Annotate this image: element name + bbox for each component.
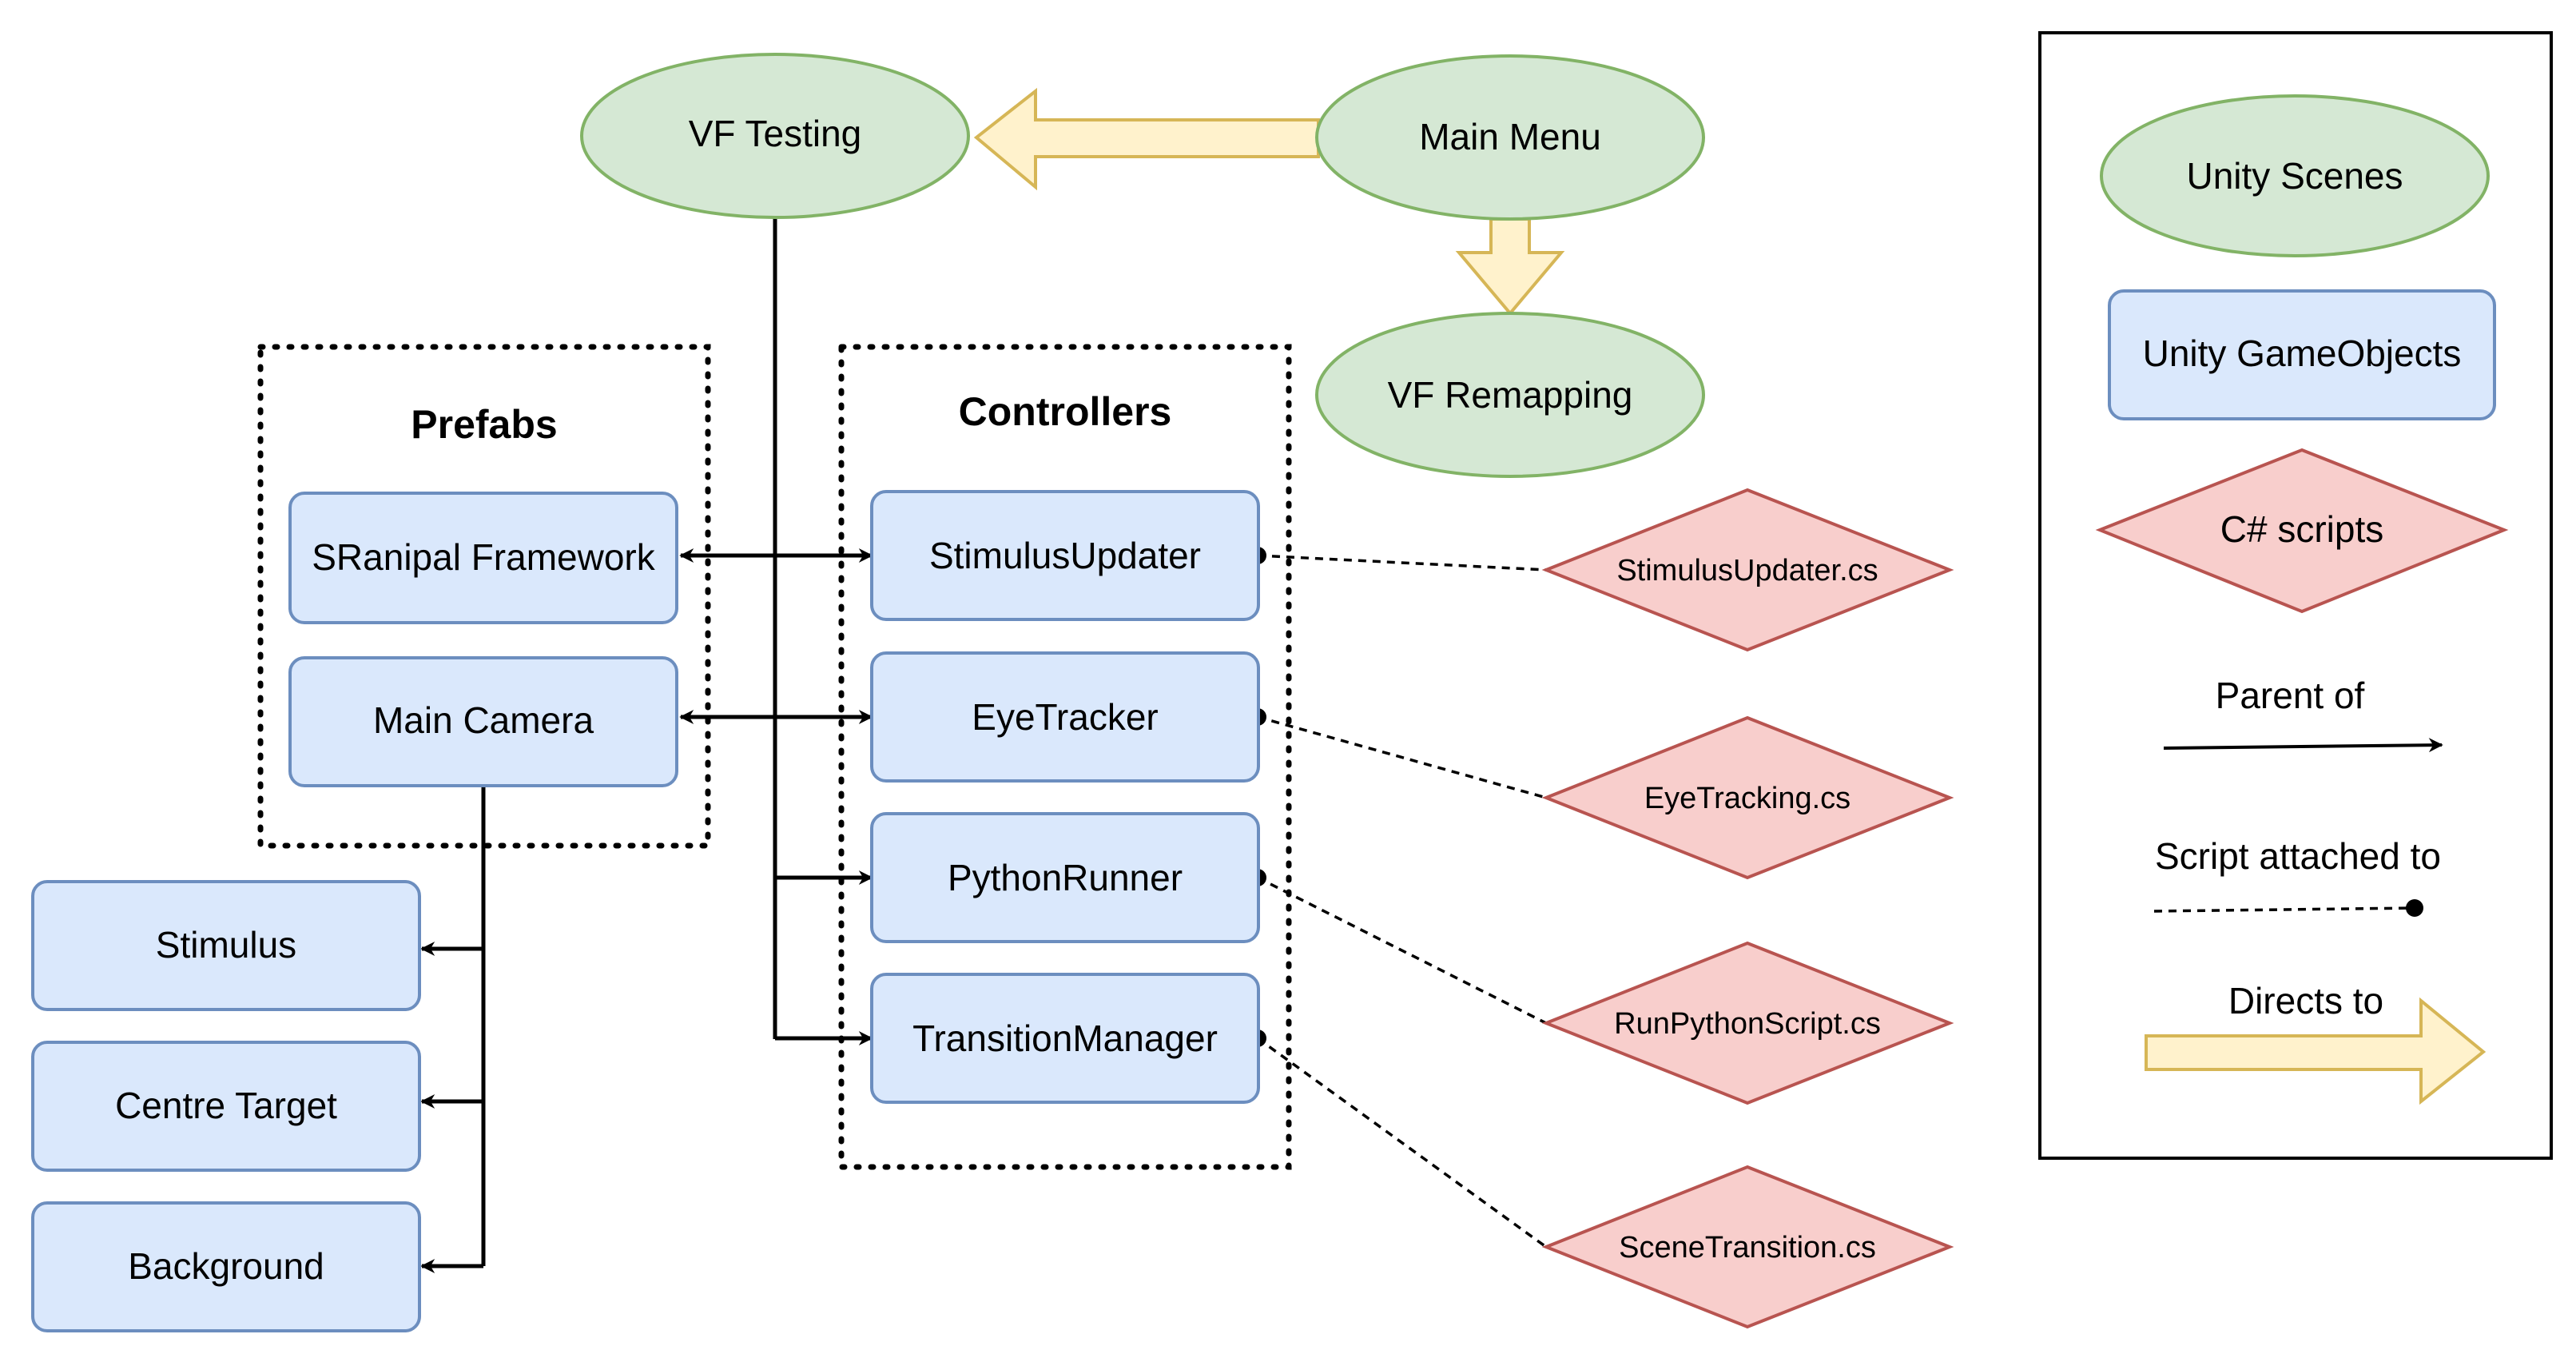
node-transition-manager-label: TransitionManager — [912, 1018, 1218, 1059]
legend-directs-to-label: Directs to — [2228, 980, 2383, 1022]
scene-vf-testing: VF Testing — [580, 53, 970, 219]
attachment-dots — [1249, 547, 1266, 1047]
controllers-group-label: Controllers — [959, 389, 1172, 434]
script-run-python-script-cs: RunPythonScript.cs — [1541, 941, 1954, 1105]
legend-frame — [2038, 31, 2553, 1160]
node-sranipal-framework: SRanipal Framework — [288, 492, 678, 624]
script-eye-tracking-cs: EyeTracking.cs — [1541, 715, 1954, 880]
node-stimulus-updater: StimulusUpdater — [870, 490, 1260, 621]
directs-arrow-main-to-testing — [973, 87, 1320, 191]
node-stimulus-updater-label: StimulusUpdater — [929, 535, 1201, 576]
prefabs-group-label: Prefabs — [411, 402, 557, 447]
script-scene-transition-cs-label: SceneTransition.cs — [1619, 1231, 1876, 1264]
node-transition-manager: TransitionManager — [870, 973, 1260, 1104]
scene-main-menu-label: Main Menu — [1419, 116, 1601, 157]
legend-parent-of-label: Parent of — [2216, 675, 2365, 716]
node-stimulus: Stimulus — [31, 880, 421, 1011]
node-main-camera-label: Main Camera — [373, 699, 594, 741]
directs-arrow-main-to-remapping — [1455, 217, 1565, 317]
node-centre-target-label: Centre Target — [115, 1085, 337, 1126]
legend: Unity Scenes Unity GameObjects C# script… — [2038, 31, 2553, 1160]
scene-vf-remapping: VF Remapping — [1315, 312, 1705, 478]
legend-csharp-scripts-label: C# scripts — [2220, 508, 2383, 550]
script-run-python-script-cs-label: RunPythonScript.cs — [1614, 1007, 1881, 1041]
script-eye-tracking-cs-label: EyeTracking.cs — [1644, 782, 1851, 815]
node-background: Background — [31, 1201, 421, 1332]
script-stimulus-updater-cs-label: StimulusUpdater.cs — [1616, 554, 1878, 587]
legend-unity-scenes-label: Unity Scenes — [2186, 155, 2403, 197]
script-scene-transition-cs: SceneTransition.cs — [1541, 1165, 1954, 1329]
node-stimulus-label: Stimulus — [156, 924, 296, 966]
legend-script-attached-dot — [2406, 899, 2423, 917]
node-sranipal-framework-label: SRanipal Framework — [312, 536, 655, 578]
node-python-runner-label: PythonRunner — [948, 857, 1183, 898]
legend-unity-gameobjects-label: Unity GameObjects — [2143, 333, 2462, 374]
legend-script-attached-label: Script attached to — [2155, 835, 2441, 877]
legend-directs-to-arrow — [2145, 997, 2487, 1105]
node-eye-tracker: EyeTracker — [870, 651, 1260, 783]
legend-script-attached-line — [2153, 906, 2414, 913]
node-python-runner: PythonRunner — [870, 812, 1260, 943]
legend-scene-swatch — [2100, 94, 2490, 257]
legend-gameobject-swatch — [2108, 289, 2496, 420]
node-eye-tracker-label: EyeTracker — [972, 696, 1158, 738]
node-main-camera: Main Camera — [288, 656, 678, 787]
node-centre-target: Centre Target — [31, 1041, 421, 1172]
node-background-label: Background — [128, 1245, 324, 1287]
legend-parent-of-arrow — [2163, 738, 2443, 753]
script-attached-connectors — [1256, 554, 1548, 1248]
scene-main-menu: Main Menu — [1315, 54, 1705, 221]
parent-of-connectors — [420, 217, 873, 1273]
script-stimulus-updater-cs: StimulusUpdater.cs — [1541, 488, 1954, 652]
scene-vf-testing-label: VF Testing — [689, 113, 861, 154]
legend-script-swatch — [2095, 448, 2509, 614]
scene-vf-remapping-label: VF Remapping — [1388, 374, 1633, 416]
